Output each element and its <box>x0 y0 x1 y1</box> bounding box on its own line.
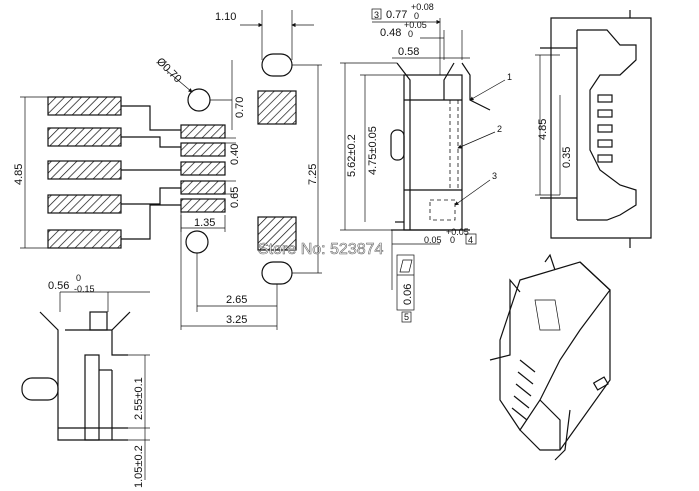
dim-0-05: 0.05 <box>424 235 442 245</box>
ref-2: 2 <box>497 124 502 134</box>
slot-top <box>261 53 293 77</box>
dim-7-25: 7.25 <box>307 164 319 185</box>
dim-0-06: 0.06 <box>402 284 414 305</box>
pad-left-5 <box>47 229 122 249</box>
pad-left-4 <box>47 194 122 214</box>
pad-small-1 <box>180 124 226 139</box>
dim-1-05: 1.05±0.2 <box>133 445 145 488</box>
svg-text:+0.05: +0.05 <box>446 227 469 237</box>
dim-2-55: 2.55±0.1 <box>133 377 145 420</box>
pad-small-2 <box>180 142 226 157</box>
pad-left-3 <box>47 160 122 180</box>
dim-0-40: 0.40 <box>229 144 241 165</box>
svg-text:+0.08: +0.08 <box>411 2 434 12</box>
dim-4-75: 4.75±0.05 <box>367 126 379 175</box>
svg-text:0: 0 <box>408 29 413 39</box>
dim-0-48: 0.48 <box>380 27 401 39</box>
front-shell <box>550 17 652 239</box>
ref-1: 1 <box>507 72 512 82</box>
side-section-view: 1 2 3 3 0.77 +0.08 0 0.48 +0.05 0 0.58 5… <box>340 2 512 323</box>
svg-text:0: 0 <box>450 235 455 245</box>
dim-0-58: 0.58 <box>398 46 419 58</box>
pad-left-1 <box>47 96 122 116</box>
svg-text:0: 0 <box>76 273 81 283</box>
dim-1-35: 1.35 <box>194 217 215 229</box>
front-view: 4.85 0.35 <box>535 10 652 248</box>
svg-text:+0.05: +0.05 <box>404 20 427 30</box>
ref-3: 3 <box>492 171 497 181</box>
box-5: 5 <box>404 312 409 322</box>
hole-bottom <box>185 230 209 254</box>
dim-0-65: 0.65 <box>229 187 241 208</box>
box-3: 3 <box>374 10 379 20</box>
dim-dia-0-70: Ø0.70 <box>154 56 184 86</box>
pad-left-2 <box>47 127 122 147</box>
dim-0-70: 0.70 <box>234 97 246 118</box>
svg-text:-0.15: -0.15 <box>74 284 95 294</box>
dim-0-56: 0.56 <box>48 280 69 292</box>
mount-pad-bottom <box>257 216 297 251</box>
dim-0-35: 0.35 <box>561 147 573 168</box>
dim-4-85-left: 4.85 <box>13 164 25 185</box>
dim-5-62: 5.62±0.2 <box>346 134 358 177</box>
dim-3-25: 3.25 <box>226 314 247 326</box>
dim-4-85-right: 4.85 <box>537 119 549 140</box>
footprint-view: 1.10 Ø0.70 0.70 0.40 0.65 1.35 4.85 7.25 <box>13 10 322 330</box>
pad-small-3 <box>180 161 226 176</box>
dim-2-65: 2.65 <box>226 294 247 306</box>
pad-small-5 <box>180 198 226 213</box>
store-watermark: Store No: 523874 <box>258 241 384 258</box>
bottom-side-view: 0.56 0 -0.15 2.55±0.1 1.05±0.2 <box>21 273 150 488</box>
pad-small-4 <box>180 180 226 195</box>
dim-1-10: 1.10 <box>215 11 236 23</box>
svg-text:0: 0 <box>414 11 419 21</box>
isometric-view <box>489 253 611 461</box>
box-4: 4 <box>468 235 473 245</box>
dim-0-77: 0.77 <box>386 9 407 21</box>
mount-pad-top <box>257 90 297 125</box>
slot-bottom <box>261 261 293 285</box>
section-body <box>403 74 463 231</box>
hole-top <box>187 88 211 112</box>
